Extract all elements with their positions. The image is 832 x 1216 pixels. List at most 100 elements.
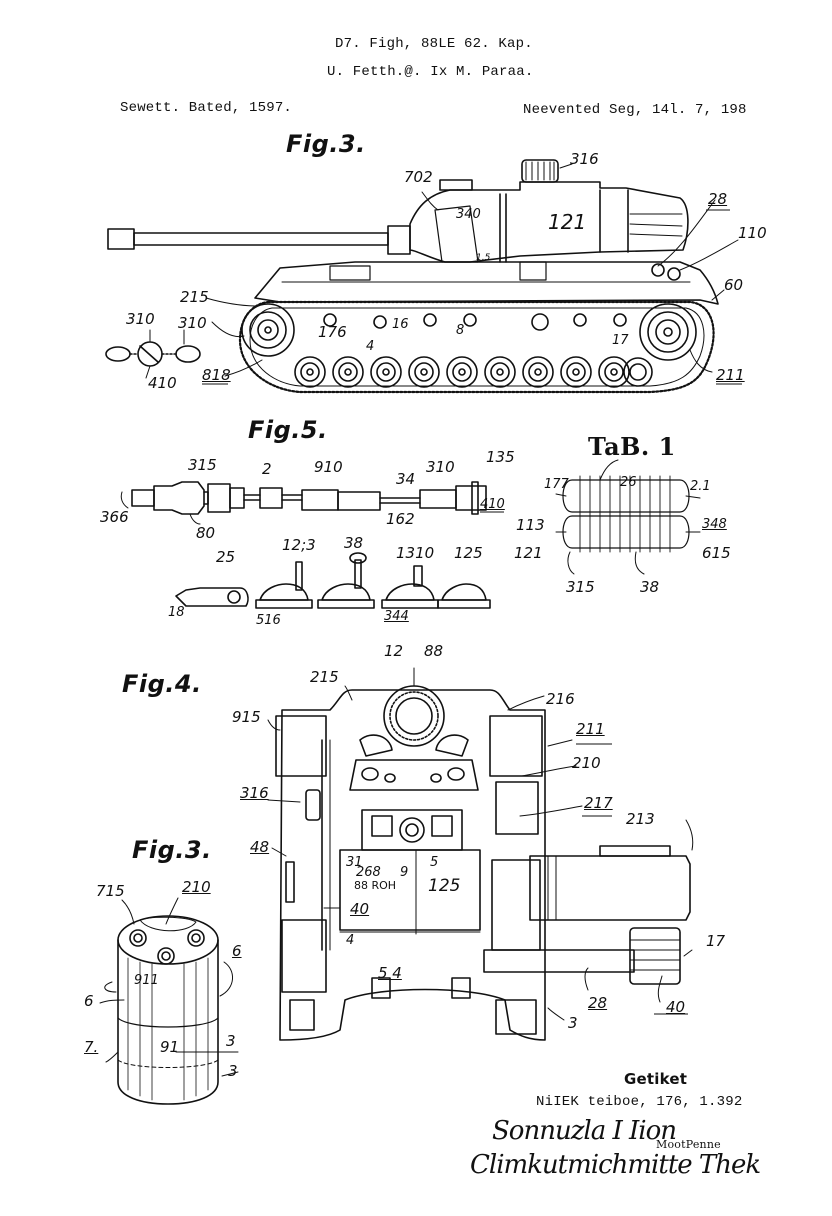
- label-316b: 316: [240, 784, 269, 802]
- label-5: 5: [430, 855, 439, 870]
- label-210b: 210: [182, 878, 211, 896]
- label-28: 28: [708, 190, 728, 208]
- header-line-1: D7. Figh, 88LE 62. Kap.: [335, 36, 533, 52]
- label-3: 3: [568, 1014, 578, 1032]
- label-2-1: 2.1: [690, 479, 711, 494]
- shaft-drawing: [120, 481, 491, 609]
- label-5-4: 5 4: [378, 964, 402, 982]
- label-8: 8: [456, 323, 465, 338]
- label-315: 315: [188, 456, 217, 474]
- label-91: 91: [160, 1038, 180, 1056]
- label-3a: 3: [226, 1032, 236, 1050]
- label-210: 210: [572, 754, 601, 772]
- label-40b: 40: [666, 998, 686, 1016]
- dome-parts: [175, 552, 491, 609]
- fig-shaft-title: Fig.5.: [248, 416, 328, 444]
- label-702: 702: [404, 168, 433, 186]
- label-48: 48: [250, 838, 270, 856]
- muzzle: [107, 228, 135, 250]
- label-162: 162: [386, 510, 415, 528]
- label-9: 9: [400, 865, 409, 880]
- label-316: 316: [570, 150, 599, 168]
- label-17b: 17: [706, 932, 726, 950]
- label-6a: 6: [232, 942, 242, 960]
- footer-sub: MootPenne: [656, 1138, 721, 1151]
- label-26: 26: [620, 475, 637, 490]
- label-34: 34: [396, 470, 416, 488]
- label-310c: 310: [426, 458, 455, 476]
- label-911: 911: [134, 973, 159, 988]
- label-113: 113: [516, 516, 545, 534]
- label-176: 176: [318, 323, 347, 341]
- label-28b: 28: [588, 994, 608, 1012]
- label-110: 110: [738, 224, 767, 242]
- label-915: 915: [232, 708, 261, 726]
- label-12-3: 12;3: [282, 536, 316, 554]
- label-410: 410: [148, 374, 177, 392]
- label-4: 4: [366, 339, 375, 354]
- label-121: 121: [548, 210, 587, 234]
- label-125b: 125: [428, 876, 461, 896]
- label-125: 125: [454, 544, 483, 562]
- signature-1: Sonnuzla I Iion: [492, 1116, 677, 1146]
- label-25: 25: [216, 548, 236, 566]
- label-213: 213: [626, 810, 655, 828]
- label-268: 268: [356, 865, 381, 880]
- tank-drawing: [105, 159, 739, 394]
- footer-line: NiIEK teiboe, 176, 1.392: [536, 1094, 743, 1110]
- label-18: 18: [168, 605, 185, 620]
- label-88-roh: 88 ROH: [354, 879, 397, 892]
- header-right: Neevented Seg, 14l. 7, 198: [523, 102, 747, 118]
- label-60: 60: [724, 276, 744, 294]
- label-216: 216: [546, 690, 575, 708]
- label-1-5: 1.5: [476, 253, 491, 263]
- label-215b: 215: [310, 668, 339, 686]
- cupola: [521, 159, 559, 183]
- label-310b: 310: [178, 314, 207, 332]
- label-217: 217: [584, 794, 613, 812]
- label-7: 7.: [84, 1038, 99, 1056]
- label-516: 516: [256, 613, 281, 628]
- fig-tab-title: TaB. 1: [588, 432, 676, 461]
- label-410b: 410: [480, 497, 505, 512]
- label-38: 38: [344, 534, 364, 552]
- fig-canister-title: Fig.3.: [132, 836, 212, 864]
- label-1310: 1310: [396, 544, 435, 562]
- label-4b: 4: [346, 933, 355, 948]
- label-315b: 315: [566, 578, 595, 596]
- label-17: 17: [612, 333, 629, 348]
- label-3b: 3: [228, 1062, 238, 1080]
- label-121b: 121: [514, 544, 543, 562]
- label-2: 2: [262, 460, 272, 478]
- label-177: 177: [544, 477, 569, 492]
- label-38b: 38: [640, 578, 660, 596]
- signature-2: Climkutmichmitte Thek: [470, 1150, 761, 1180]
- track-links-drawing: [555, 459, 701, 575]
- top-view-drawing: [267, 667, 694, 1041]
- label-211: 211: [716, 366, 745, 384]
- label-340: 340: [456, 207, 481, 222]
- label-40: 40: [350, 900, 370, 918]
- label-310a: 310: [126, 310, 155, 328]
- label-12: 12: [384, 642, 404, 660]
- header-left: Sewett. Bated, 1597.: [120, 100, 293, 116]
- road-wheels: [294, 356, 653, 388]
- label-31: 31: [346, 855, 363, 870]
- label-910: 910: [314, 458, 343, 476]
- fig-top-view-title: Fig.4.: [122, 670, 202, 698]
- label-211b: 211: [576, 720, 605, 738]
- label-88: 88: [424, 642, 444, 660]
- label-80: 80: [196, 524, 216, 542]
- label-348: 348: [702, 517, 727, 532]
- label-366: 366: [100, 508, 129, 526]
- header-line-2: U. Fetth.@. Ix M. Paraa.: [327, 64, 534, 80]
- label-135: 135: [486, 448, 515, 466]
- label-6b: 6: [84, 992, 94, 1010]
- label-818: 818: [202, 366, 231, 384]
- label-16: 16: [392, 317, 409, 332]
- label-344: 344: [384, 609, 409, 624]
- label-615: 615: [702, 544, 731, 562]
- canister-drawing: [99, 897, 239, 1105]
- label-215: 215: [180, 288, 209, 306]
- label-715: 715: [96, 882, 125, 900]
